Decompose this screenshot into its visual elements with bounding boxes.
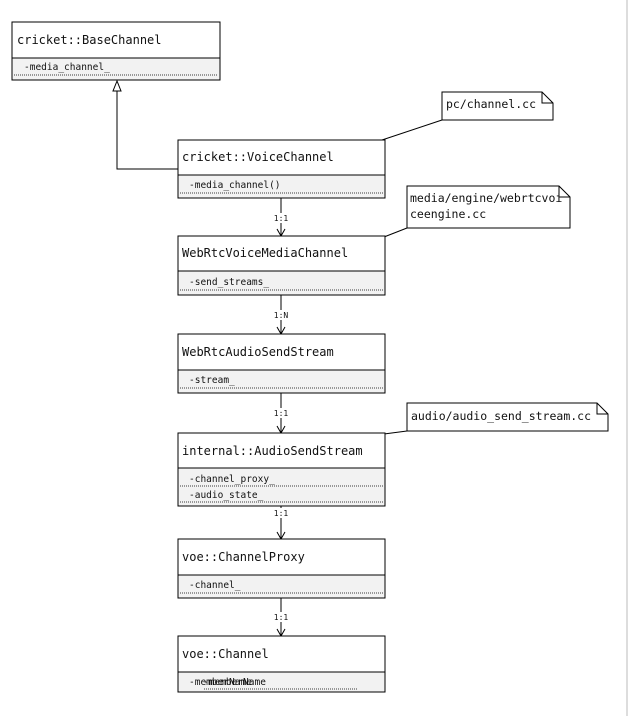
member-voe-channel-overlay: -memberName — [203, 677, 266, 688]
multiplicity-internal-to-proxy: 1:1 — [274, 509, 289, 518]
class-channel-proxy: voe::ChannelProxy -channel_ — [177, 538, 386, 599]
note-webrtcvoiceengine-line-1: ceengine.cc — [410, 207, 486, 221]
note-pc-channel-line-0: pc/channel.cc — [446, 97, 536, 111]
member-internal-audio-send-stream-0: -channel_proxy_ — [189, 474, 275, 485]
class-voice-channel: cricket::VoiceChannel -media_channel() — [177, 139, 386, 199]
multiplicity-proxy-to-channel: 1:1 — [274, 613, 289, 622]
member-channel-proxy-0: -channel_ — [189, 580, 241, 591]
class-webrtc-audio-send-stream: WebRtcAudioSendStream -stream_ — [177, 333, 386, 394]
inheritance-line — [116, 91, 178, 170]
multiplicity-labels: 1:1 1:N 1:1 1:1 1:1 — [273, 213, 289, 622]
note-webrtcvoiceengine-line-0: media/engine/webrtcvoi — [410, 191, 562, 205]
multiplicity-voice-to-media: 1:1 — [274, 214, 289, 223]
class-name-webrtc-voice-media-channel: WebRtcVoiceMediaChannel — [182, 246, 348, 260]
note-anchor-pc-channel — [381, 119, 443, 141]
note-anchor-audio-send-stream — [383, 430, 408, 435]
inheritance-arrowhead — [112, 79, 122, 92]
class-name-webrtc-audio-send-stream: WebRtcAudioSendStream — [182, 345, 334, 359]
member-voice-channel-0: -media_channel() — [189, 180, 281, 191]
note-anchor-webrtcvoiceengine — [383, 227, 408, 238]
class-base-channel: cricket::BaseChannel -media_channel_ — [11, 21, 221, 81]
member-webrtc-voice-media-channel-0: -send_streams_ — [189, 277, 269, 288]
class-name-voe-channel: voe::Channel — [182, 647, 269, 661]
multiplicity-send-to-internal: 1:1 — [274, 409, 289, 418]
member-internal-audio-send-stream-1: -audio_state_ — [189, 490, 264, 501]
class-name-internal-audio-send-stream: internal::AudioSendStream — [182, 444, 363, 458]
class-internal-audio-send-stream: internal::AudioSendStream -channel_proxy… — [177, 432, 386, 507]
member-base-channel-0: -media_channel_ — [24, 62, 110, 73]
class-name-voice-channel: cricket::VoiceChannel — [182, 150, 334, 164]
note-audio-send-stream-line-0: audio/audio_send_stream.cc — [411, 409, 591, 423]
member-voe-channel-0: -memberName — [189, 677, 252, 688]
class-webrtc-voice-media-channel: WebRtcVoiceMediaChannel -send_streams_ — [177, 235, 386, 296]
multiplicity-media-to-send: 1:N — [274, 311, 289, 320]
member-webrtc-audio-send-stream-0: -stream_ — [189, 375, 235, 386]
note-audio-send-stream: audio/audio_send_stream.cc — [406, 402, 609, 432]
class-name-channel-proxy: voe::ChannelProxy — [182, 550, 305, 564]
note-pc-channel: pc/channel.cc — [441, 91, 554, 121]
class-voe-channel: voe::Channel -memberName -memberName — [177, 635, 386, 693]
class-name-base-channel: cricket::BaseChannel — [17, 33, 162, 47]
note-webrtcvoiceengine: media/engine/webrtcvoi ceengine.cc — [406, 185, 571, 229]
